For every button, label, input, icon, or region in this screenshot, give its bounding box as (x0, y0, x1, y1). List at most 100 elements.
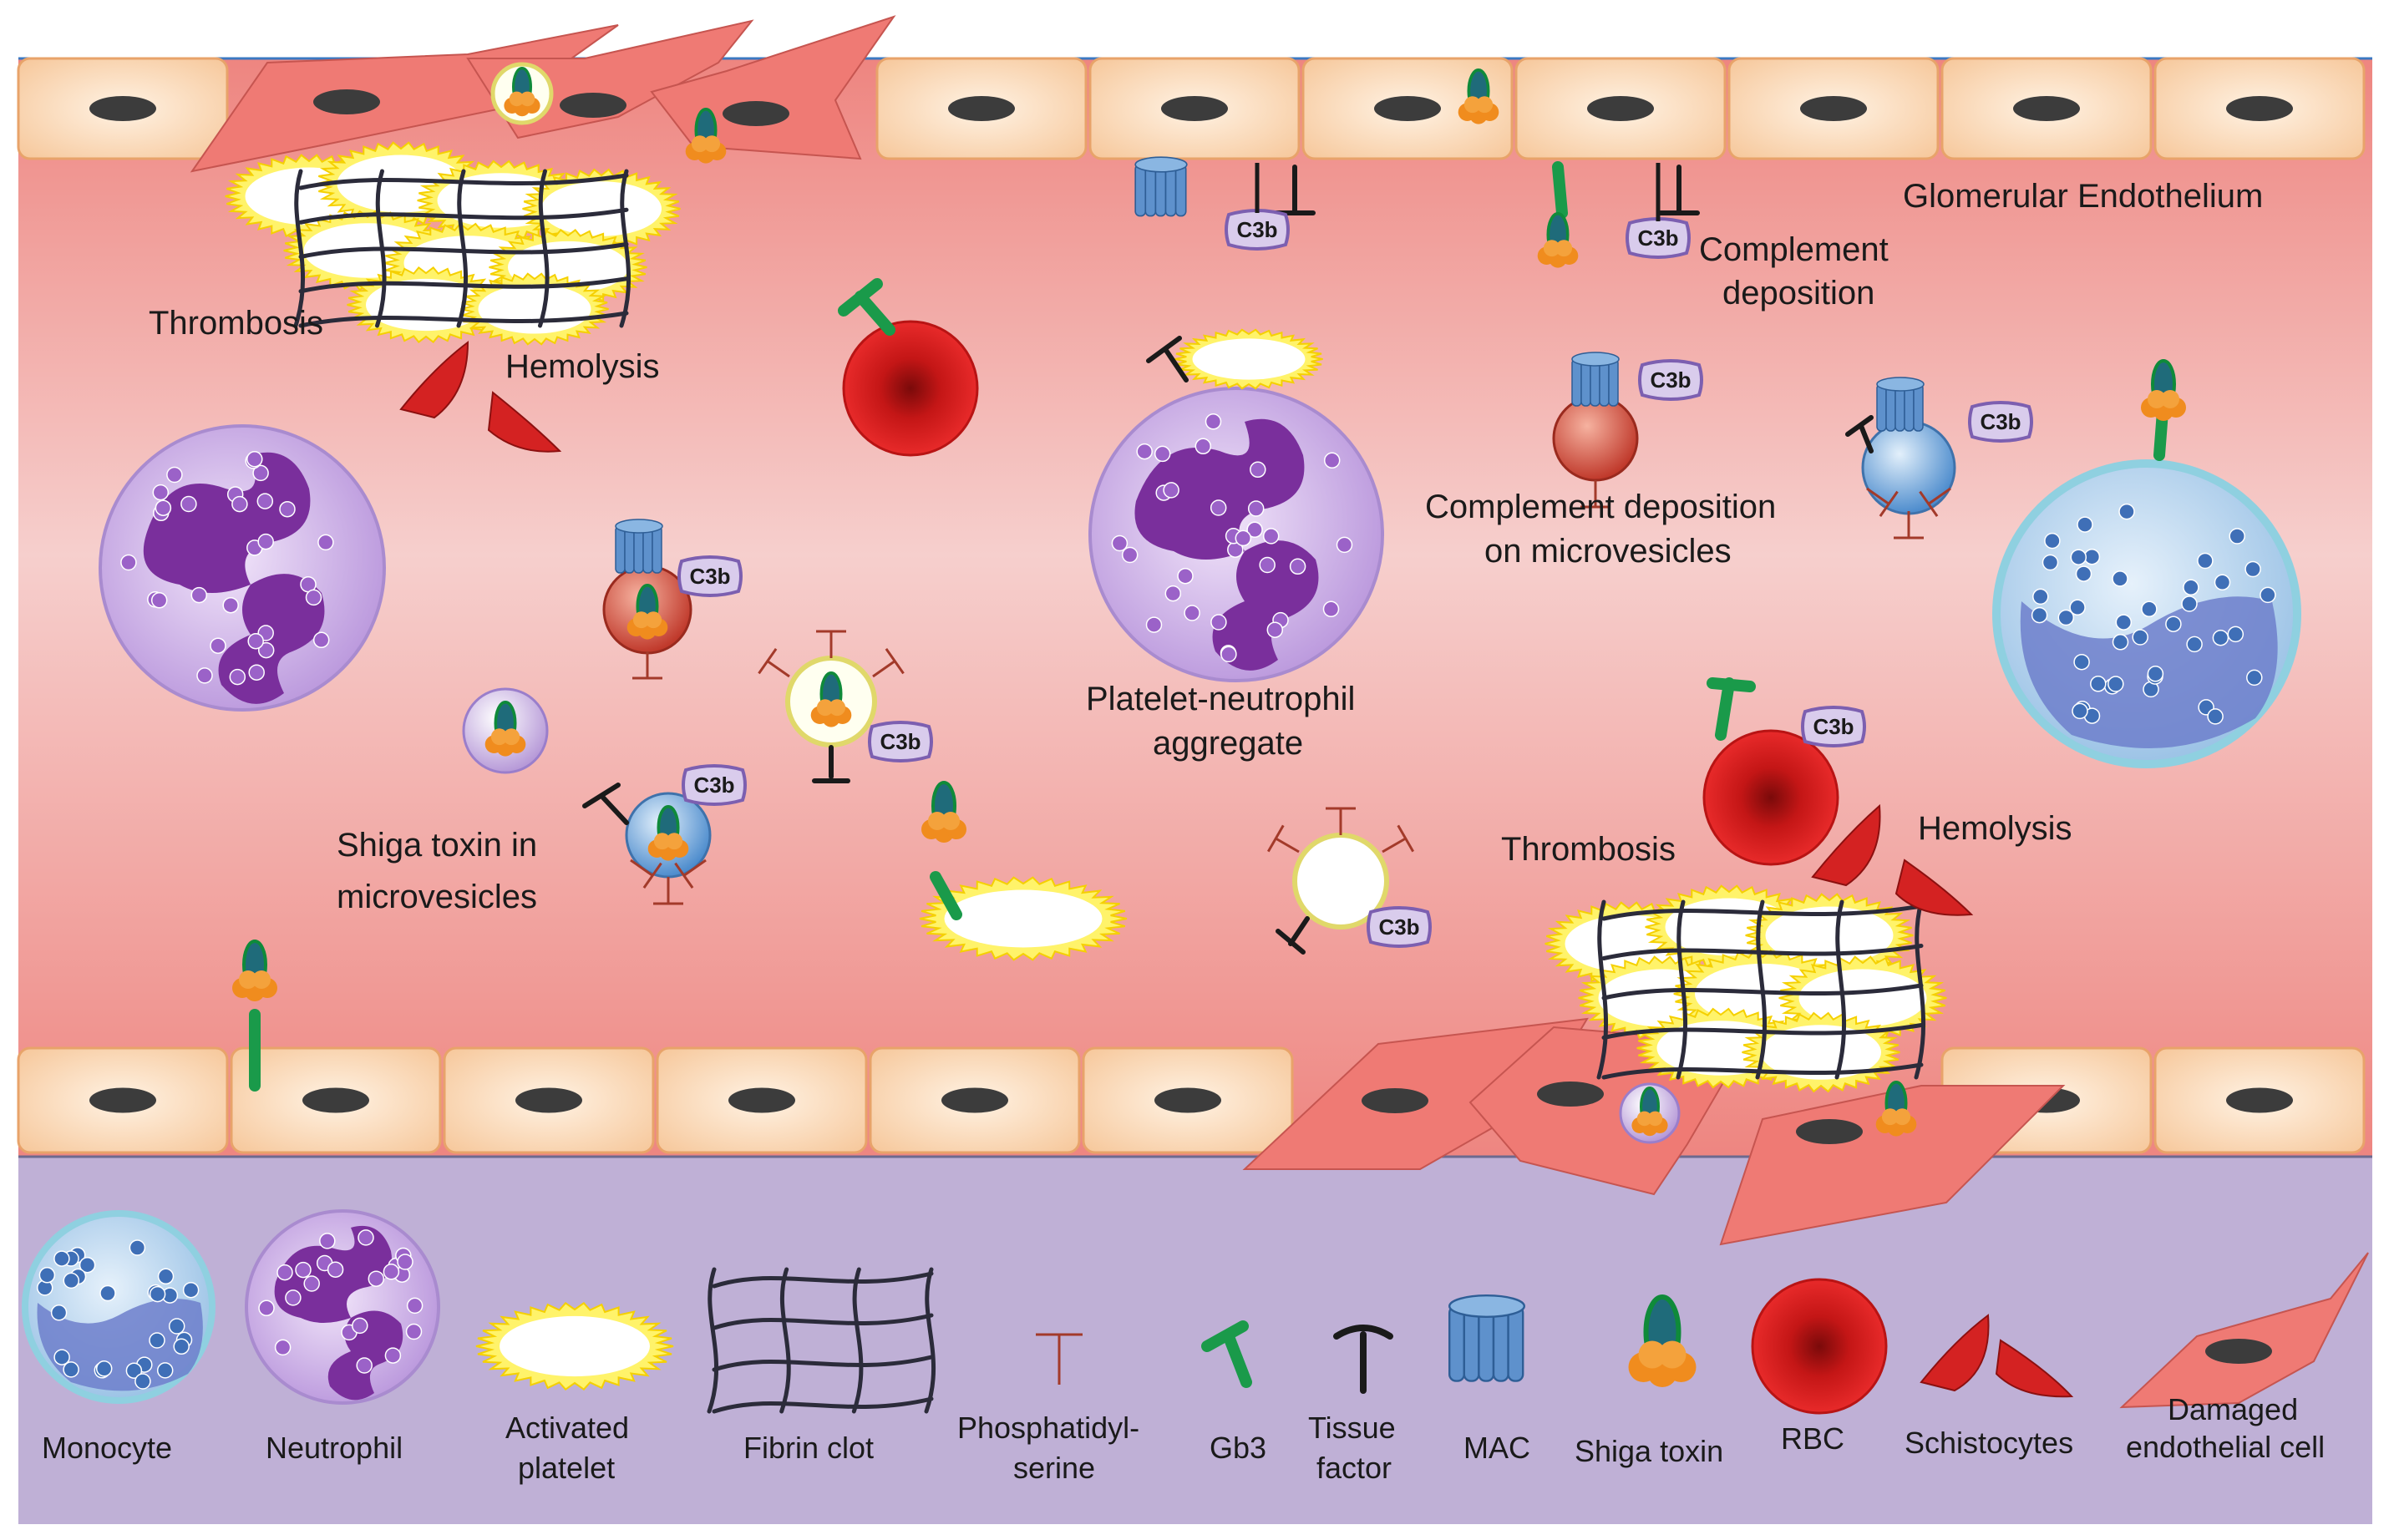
endothelial-cell (1514, 57, 1727, 160)
endothelial-cell (1727, 57, 1940, 160)
legend-rbc-label: RBC (1781, 1421, 1844, 1456)
endothelial-cell (869, 1046, 1081, 1154)
rbc-top (842, 320, 979, 457)
legend-phosphatidylserine-icon (1036, 1333, 1083, 1385)
c3b-tag: C3b (1626, 217, 1691, 259)
platelet-neutrophil-aggregate (1088, 328, 1384, 682)
legend-tissue-factor-label-1: Tissue (1308, 1411, 1396, 1445)
hemolysis-bottom-label: Hemolysis (1918, 810, 2072, 847)
legend-fibrin-clot-icon (707, 1267, 936, 1414)
nucleus-icon (723, 101, 789, 126)
c3b-tag: C3b (682, 764, 747, 806)
legend-mac-icon (1448, 1294, 1526, 1382)
legend-phosphatidylserine-label-2: serine (1013, 1451, 1095, 1485)
c3b-tag: C3b (1638, 359, 1703, 401)
legend-monocyte-label: Monocyte (42, 1431, 172, 1465)
legend-activated-platelet-label-2: platelet (518, 1451, 615, 1485)
thrombus-bottom (1544, 884, 1947, 1093)
endothelial-cell (1082, 1046, 1294, 1154)
svg-text:C3b: C3b (689, 564, 730, 589)
complement-deposition-label-1: Complement (1699, 231, 1889, 268)
c3b-tag: C3b (1968, 401, 2033, 443)
legend-gb3-label: Gb3 (1210, 1431, 1266, 1465)
legend-fibrin-clot-label: Fibrin clot (743, 1431, 874, 1465)
nucleus-icon (302, 1087, 369, 1113)
shiga-microvesicles-label-1: Shiga toxin in (337, 827, 537, 864)
legend-activated-platelet-label-1: Activated (505, 1411, 629, 1445)
c3b-tag: C3b (677, 555, 743, 597)
nucleus-icon (1154, 1087, 1221, 1113)
nucleus-icon (1362, 1088, 1428, 1113)
legend-damaged-cell-icon (2119, 1252, 2369, 1409)
legend-gb3-icon (1201, 1320, 1252, 1388)
nucleus-icon (2013, 96, 2080, 121)
damaged-endothelial-cells-bottom (1242, 1017, 2066, 1246)
endothelial-cell (1088, 57, 1301, 160)
endothelial-cell (443, 1046, 655, 1154)
hemolysis-top-label: Hemolysis (505, 348, 659, 385)
nucleus-icon (89, 1087, 156, 1113)
schistocytes-top (399, 340, 562, 453)
endothelial-cell (17, 1046, 229, 1154)
svg-text:C3b: C3b (880, 729, 921, 754)
schistocytes-bottom (1811, 803, 1974, 916)
endothelial-cell (1940, 57, 2153, 160)
monocyte-right (1992, 459, 2301, 768)
complement-microvesicles-label-2: on microvesicles (1484, 533, 1732, 570)
legend-schistocytes-icon (1920, 1314, 2074, 1398)
legend-rbc-icon (1751, 1278, 1888, 1415)
legend-mac-label: MAC (1463, 1431, 1530, 1465)
nucleus-icon (941, 1087, 1008, 1113)
nucleus-icon (89, 96, 156, 121)
shiga-microvesicles-label-2: microvesicles (337, 879, 537, 915)
legend-monocyte-icon (22, 1210, 216, 1404)
nucleus-icon (515, 1087, 582, 1113)
svg-text:C3b: C3b (693, 773, 734, 798)
thrombosis-bottom-label: Thrombosis (1501, 831, 1676, 868)
legend-shiga-toxin-icon (1628, 1294, 1697, 1387)
svg-text:C3b: C3b (1236, 217, 1277, 242)
gb3-receptors (249, 161, 2169, 1092)
legend-neutrophil-label: Neutrophil (266, 1431, 403, 1465)
nucleus-icon (560, 93, 626, 118)
nucleus-icon (313, 89, 380, 114)
svg-text:C3b: C3b (1650, 367, 1691, 393)
svg-text:C3b: C3b (1813, 714, 1854, 739)
legend-damaged-cell-label-1: Damaged (2168, 1392, 2298, 1426)
nucleus-icon (948, 96, 1015, 121)
nucleus-icon (2226, 96, 2293, 121)
legend-phosphatidylserine-label-1: Phosphatidyl- (957, 1411, 1139, 1445)
thrombus-top (225, 141, 681, 346)
phosphatidylserine-markers (630, 480, 1951, 905)
legend-neutrophil-icon (245, 1209, 440, 1405)
legend-tissue-factor-icon (1333, 1325, 1393, 1394)
neutrophil-left (99, 424, 386, 712)
endothelial-cell (1301, 57, 1514, 160)
activated-platelet-loose (919, 876, 1128, 961)
legend-activated-platelet-icon (475, 1301, 674, 1391)
nucleus-icon (1587, 96, 1654, 121)
nucleus-icon (1800, 96, 1867, 121)
complement-deposition-label-2: deposition (1722, 275, 1874, 312)
shiga-toxin-molecules (232, 66, 2186, 1137)
nucleus-icon (1161, 96, 1228, 121)
svg-text:C3b: C3b (1980, 409, 2021, 434)
tissue-factor-markers (582, 165, 1874, 955)
endothelial-cell (2153, 1046, 2366, 1154)
legend-symbols (22, 1209, 2369, 1415)
c3b-tag: C3b (1801, 706, 1866, 747)
svg-text:C3b: C3b (1378, 914, 1419, 940)
endothelial-cell (656, 1046, 868, 1154)
nucleus-icon (1537, 1082, 1604, 1107)
legend-schistocytes-label: Schistocytes (1905, 1426, 2073, 1460)
nucleus-icon (728, 1087, 795, 1113)
c3b-tag: C3b (868, 721, 933, 762)
platelet-neutrophil-label-1: Platelet-neutrophil (1086, 681, 1355, 717)
c3b-tag: C3b (1367, 906, 1432, 948)
nucleus-icon (2226, 1087, 2293, 1113)
platelet-neutrophil-label-2: aggregate (1153, 725, 1303, 762)
legend-damaged-cell-label-2: endothelial cell (2126, 1430, 2325, 1464)
endothelial-cell (17, 57, 229, 160)
